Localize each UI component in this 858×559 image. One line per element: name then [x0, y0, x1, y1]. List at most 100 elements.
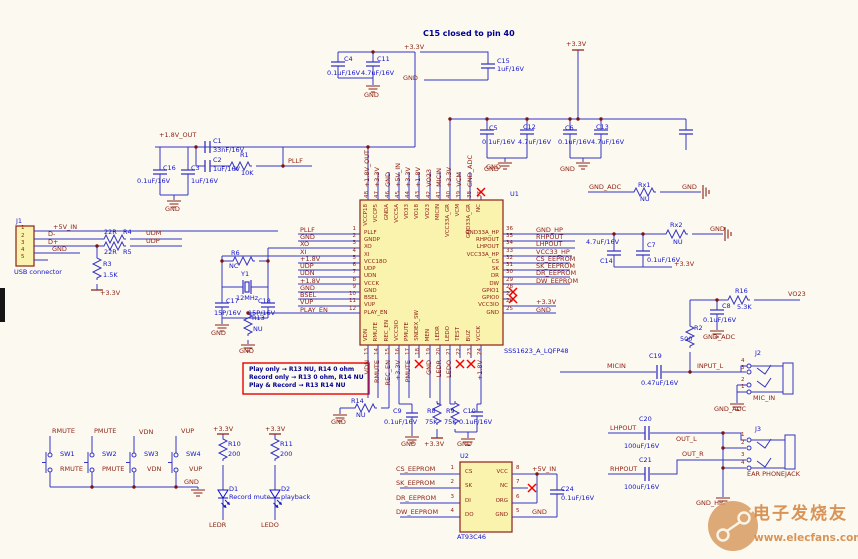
- net-label: GND: [300, 232, 315, 241]
- component-value: 0.1uF/16V: [459, 418, 493, 426]
- component-value: 0.1uF/16V: [647, 256, 681, 264]
- pin-number: 3: [741, 452, 745, 458]
- watermark-site-link[interactable]: www.elecfans.com: [754, 532, 858, 544]
- pin-name: VCCP18: [363, 204, 369, 226]
- component-value: 0.1uF/16V: [561, 494, 595, 502]
- component-desc: playback: [281, 493, 311, 501]
- pin-number: 9: [352, 284, 357, 290]
- net-label: +3.3V: [566, 40, 587, 48]
- net-label: INPUT_L: [697, 362, 724, 370]
- pin-name: CS: [465, 469, 473, 475]
- net-label: GND: [52, 245, 67, 253]
- elecfans-logo: [708, 501, 758, 551]
- pin-name: DW: [489, 280, 499, 287]
- pin-name: DI: [465, 498, 471, 504]
- note-line: Record only → R13 0 ohm, R14 NU: [249, 374, 364, 381]
- component-ref: C9: [393, 407, 402, 415]
- net-label: LEDR: [209, 521, 227, 529]
- pin-number: 27: [506, 291, 513, 297]
- component-value: 0.1uF/16V: [327, 69, 361, 77]
- jack-symbols: [746, 362, 796, 471]
- net-label: DW_EEPROM: [396, 508, 439, 516]
- net-label: GND_HP: [536, 225, 563, 234]
- net-label: +1.8V: [300, 276, 321, 285]
- pin-number: 6: [352, 262, 357, 268]
- component-ref: C11: [377, 55, 390, 63]
- pin-number: 5: [21, 254, 25, 260]
- net-label: XO: [300, 239, 310, 248]
- pin-number: 5: [352, 255, 357, 261]
- net-label: GND: [486, 163, 501, 171]
- pin-number: 21: [446, 348, 452, 355]
- pin-name: GND33A_HP: [465, 229, 499, 236]
- net-label: UDN: [300, 268, 315, 277]
- net-label: DR_EEPROM: [536, 268, 577, 277]
- net-label: UDM: [146, 229, 162, 237]
- pin-number: 30: [506, 269, 513, 275]
- note-line: Play & Record → R13 R14 NU: [249, 382, 346, 389]
- component-value: 100uF/16V: [624, 442, 660, 450]
- net-label: +1.8V_OUT: [363, 149, 371, 187]
- net-label: GND: [384, 172, 392, 187]
- net-label: VCC33_HP: [536, 247, 570, 256]
- net-label: VDN: [363, 360, 371, 375]
- net-label: XI: [300, 247, 307, 256]
- component-value: 4.7uF/16V: [518, 138, 552, 146]
- pin-name: SK: [465, 483, 473, 489]
- net-label: RMUTE: [52, 427, 75, 435]
- net-label: GND: [560, 165, 575, 173]
- net-label: +3.3V: [424, 440, 445, 448]
- component-ref: R2: [694, 324, 703, 332]
- connector-name: EAR PHONEJACK: [747, 470, 800, 478]
- pin-number: 13: [364, 348, 370, 355]
- component-ref: R8: [427, 407, 436, 415]
- schematic-note: C15 closed to pin 40: [423, 29, 515, 38]
- pin-name: BUZ: [466, 329, 472, 341]
- pin-name: VCC33A_GR: [445, 204, 451, 238]
- net-label: MIC_IN: [753, 394, 776, 402]
- net-label: RHPOUT: [610, 465, 638, 473]
- pin-number: 42: [426, 191, 432, 198]
- pin-number: 2: [741, 377, 745, 383]
- component-ref: C17: [226, 297, 239, 305]
- net-label: +1.8V_OUT: [159, 131, 197, 139]
- pin-number: 3: [352, 240, 357, 246]
- component-ref: C1: [213, 137, 222, 145]
- net-label: UDP: [300, 261, 314, 270]
- net-label: PLLF: [300, 225, 315, 234]
- pin-name: VCCK: [476, 325, 482, 341]
- component-ref: SW2: [102, 450, 117, 458]
- pin-name: LEDR: [435, 326, 441, 341]
- component-ref: C20: [639, 415, 652, 423]
- net-label: GND_ADC: [466, 154, 474, 187]
- component-value: 0.1uF/16V: [384, 418, 418, 426]
- pin-number: 14: [374, 348, 380, 355]
- pin-name: RHPOUT: [476, 236, 499, 243]
- net-label: RMUTE: [60, 465, 83, 473]
- net-label: GND_ADC: [703, 333, 736, 341]
- pin-name: GNDP: [364, 236, 380, 243]
- component-ref: Rx2: [670, 221, 683, 229]
- pin-number: 2: [450, 479, 455, 485]
- net-label: GND: [364, 91, 379, 99]
- component-value: 1uF/16V: [213, 165, 240, 173]
- net-label: VDN: [147, 465, 162, 473]
- component-value: 22R: [104, 228, 117, 236]
- component-ref: C18: [258, 297, 271, 305]
- pin-number: 4: [741, 358, 745, 364]
- net-label: VDN: [139, 428, 154, 436]
- pin-name: UDP: [364, 265, 376, 272]
- component-ref: C4: [344, 55, 353, 63]
- pin-name: VCCP5: [373, 204, 379, 223]
- component-value: 0.47uF/16V: [641, 379, 679, 387]
- component-value: 0.1uF/16V: [558, 138, 592, 146]
- pin-name: VO18: [414, 204, 420, 219]
- pin-number: 31: [506, 262, 513, 268]
- pin-name: REC_EN: [384, 319, 390, 341]
- pin-name: GPIO1: [481, 287, 499, 294]
- pin-number: 1: [450, 465, 455, 471]
- net-label: VO23: [788, 290, 806, 298]
- net-label: +3.3V: [213, 425, 234, 433]
- pin-number: 33: [506, 248, 513, 254]
